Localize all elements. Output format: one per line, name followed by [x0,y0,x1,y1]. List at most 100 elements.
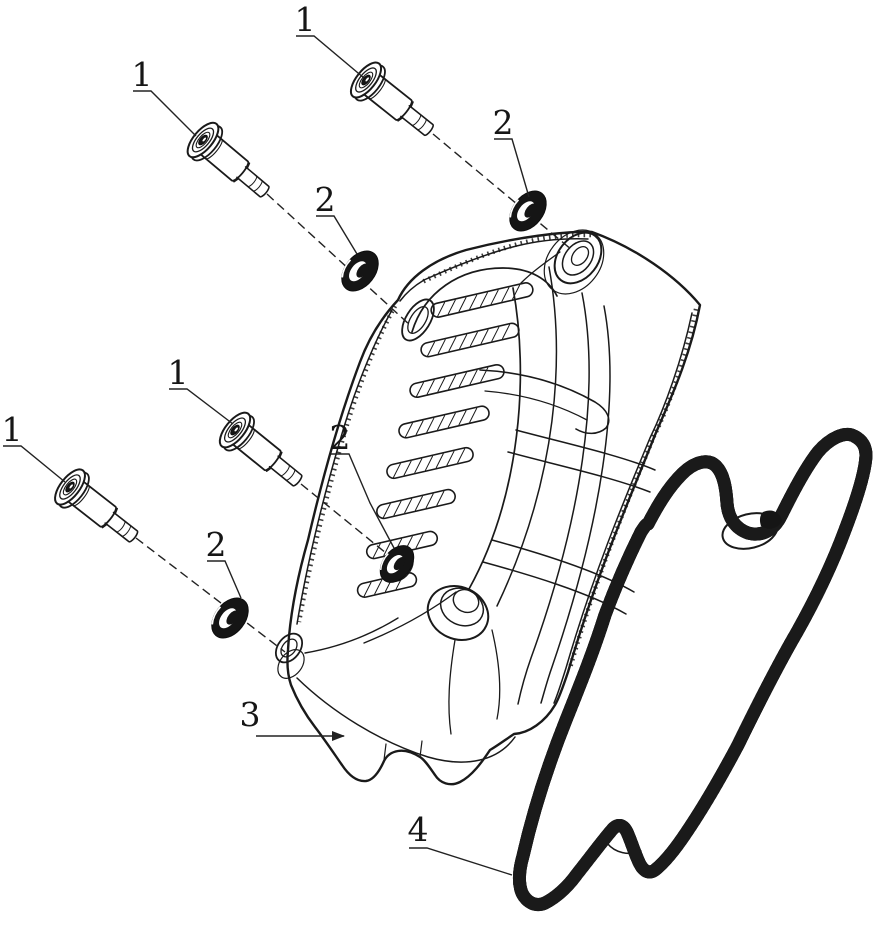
gasket-shadow-wedge [759,510,782,529]
fin-hatch-line [436,490,445,506]
fin-hatch-line [469,407,478,423]
skirt-tab-tick [383,743,387,761]
fin-hatch-line [491,326,500,342]
callout-label: 1 [295,0,316,39]
cooling-fins [356,282,534,598]
fin-slot [398,405,490,439]
round-boss [426,585,490,641]
fin-hatch-line [469,294,478,310]
callout-part-1: 1 [2,410,66,483]
fin-hatch-line [458,372,467,388]
fin-hatch-line [372,543,381,559]
cooling-fin [409,363,505,399]
callout-part-3: 3 [240,695,345,741]
callout-leader-line [296,35,365,79]
cooling-fin [386,446,474,480]
fin-hatch-line [446,450,455,466]
fin-hatch-line [479,292,488,308]
cooling-fin [376,488,456,520]
fin-hatch-line [426,379,435,395]
callout-part-2: 2 [493,103,530,198]
fin-hatch-line [415,382,424,398]
callout-part-2: 2 [330,418,395,549]
spark-recess-curve [484,390,588,421]
fin-hatch-line [425,493,434,509]
gasket-notch-arc [606,842,642,855]
cylinder-head-cover [274,229,702,786]
fin-hatch-line [393,500,402,516]
fin-hatch-line [363,582,372,597]
fin-face-diagonal [363,591,457,644]
fin-panel-dome [411,267,558,333]
boss-skirt-line [491,629,501,720]
shoulder-bolt [344,56,445,149]
callout-part-2: 2 [206,525,242,599]
callout-label: 1 [132,55,153,94]
callout-label: 2 [493,103,514,142]
fin-hatch-line [435,453,444,469]
fin-hatch-line [425,455,434,471]
fin-hatch-line [414,495,423,511]
callout-leader-line [169,388,234,425]
callout-label: 2 [206,525,227,564]
fin-hatch-line [426,417,435,433]
assembly-axis-line [266,193,412,327]
fin-hatch-line [512,284,521,300]
cover-strap-line [515,429,656,471]
fin-hatch-line [415,420,424,436]
fin-slot [430,282,534,318]
callout-leader-line [331,453,395,549]
fin-hatch-line [448,336,457,352]
cover-rib-line [517,292,590,705]
fin-hatch-line [427,341,436,357]
callout-part-2: 2 [315,180,358,255]
fin-hatch-line [458,297,467,312]
cover-strap-line [482,561,627,615]
callout-label: 2 [315,180,336,219]
cover-top-rim [399,237,589,302]
assembly-axis-line [432,133,573,251]
callout-leader-line [409,847,513,876]
fin-hatch-line [448,374,457,390]
fin-hatch-line [457,448,466,464]
fin-hatch-line [404,498,413,514]
shoulder-bolt [48,463,149,556]
fin-hatch-line [392,463,401,479]
cover-right-hatch [567,308,699,669]
callout-part-1: 1 [168,353,234,425]
callout-part-4: 4 [408,810,513,876]
fin-hatch-line [404,422,413,438]
fin-hatch-line [469,369,478,385]
seal-washer [203,590,257,646]
fin-hatch-line [437,415,446,431]
cover-left-hatch [296,304,397,623]
fin-slot [386,446,474,480]
fin-hatch-line [458,410,467,426]
seal-washers [203,183,555,646]
callout-label: 1 [2,410,23,449]
cover-outline [286,230,702,786]
fin-hatch-line [414,458,423,474]
cover-left-rim [296,309,393,625]
fin-hatch-line [459,334,468,350]
callout-leader-line [207,560,242,599]
cover-strap-line [507,451,651,493]
fin-hatch-line [437,339,446,354]
callout-label: 2 [330,418,351,457]
cover-gasket [519,434,873,904]
cover-strap-line [491,539,635,593]
cooling-fin [430,282,534,318]
fin-hatch-line [374,579,383,595]
fin-hatch-line [501,287,510,303]
fin-hatch-line [490,289,499,305]
fin-hatch-line [383,540,392,556]
callout-annotations: 1 1 1 1 2 2 2 2 3 4 [2,0,530,876]
skirt-tab-tick [419,740,423,758]
callout-label: 3 [240,695,261,734]
fin-hatch-line [480,329,489,345]
cover-skirt-inner [296,677,516,763]
fin-hatch-line [480,367,489,383]
cooling-fin [398,405,490,439]
gasket-hatching [519,434,866,904]
